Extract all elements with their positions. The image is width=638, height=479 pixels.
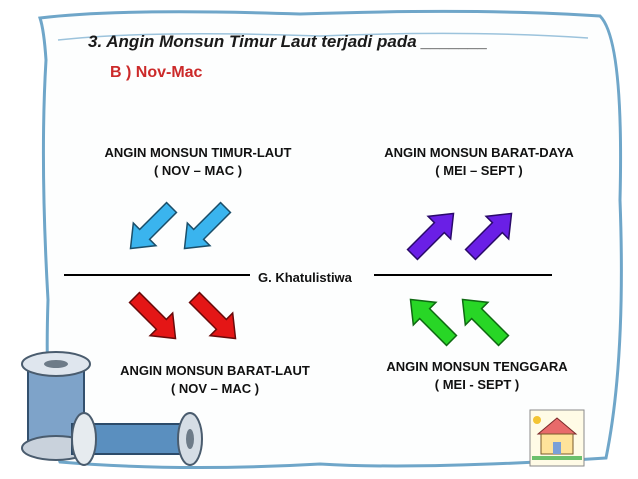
- label-northeast-monsoon-period: ( NOV – MAC ): [153, 163, 243, 178]
- thread-spool-icon: [21, 351, 203, 466]
- equator-line-right: [374, 274, 552, 276]
- label-southeast-monsoon: ANGIN MONSUN TENGGARA ( MEI - SEPT ): [378, 358, 576, 394]
- label-southeast-monsoon-title: ANGIN MONSUN TENGGARA: [386, 359, 568, 374]
- label-southeast-monsoon-period: ( MEI - SEPT ): [434, 377, 520, 392]
- label-northwest-monsoon: ANGIN MONSUN BARAT-LAUT ( NOV – MAC ): [112, 362, 318, 398]
- label-southwest-monsoon-title: ANGIN MONSUN BARAT-DAYA: [384, 145, 574, 160]
- northwest-monsoon-arrow-1-icon: [128, 291, 177, 340]
- equator-line-left: [64, 274, 250, 276]
- label-northwest-monsoon-title: ANGIN MONSUN BARAT-LAUT: [120, 363, 310, 378]
- answer-text: B ) Nov-Mac: [110, 64, 203, 81]
- northeast-monsoon-arrow-1-icon: [129, 201, 178, 250]
- label-southwest-monsoon-period: ( MEI – SEPT ): [435, 163, 523, 178]
- label-northwest-monsoon-period: ( NOV – MAC ): [170, 381, 260, 396]
- label-northeast-monsoon-title: ANGIN MONSUN TIMUR-LAUT: [104, 145, 292, 160]
- southeast-monsoon-arrow-1-icon: [409, 298, 458, 347]
- northwest-monsoon-arrow-2-icon: [188, 291, 237, 340]
- southwest-monsoon-arrow-1-icon: [406, 212, 455, 261]
- southwest-monsoon-arrow-2-icon: [464, 212, 513, 261]
- school-drawing-icon: [529, 409, 585, 467]
- label-northeast-monsoon: ANGIN MONSUN TIMUR-LAUT ( NOV – MAC ): [94, 144, 302, 180]
- label-southwest-monsoon: ANGIN MONSUN BARAT-DAYA ( MEI – SEPT ): [374, 144, 584, 180]
- question-text: 3. Angin Monsun Timur Laut terjadi pada …: [88, 32, 488, 51]
- southeast-monsoon-arrow-2-icon: [461, 298, 510, 347]
- northeast-monsoon-arrow-2-icon: [183, 201, 232, 250]
- equator-label: G. Khatulistiwa: [258, 270, 352, 285]
